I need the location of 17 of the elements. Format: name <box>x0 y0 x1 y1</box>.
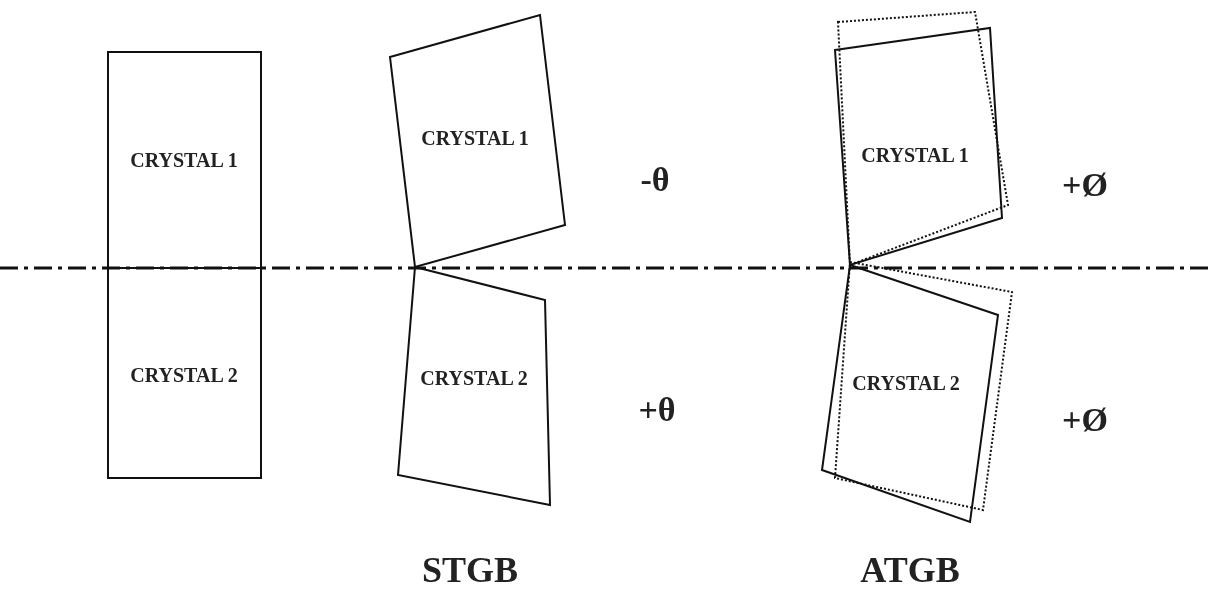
angle-label: +Ø <box>1062 401 1108 439</box>
crystal-grain <box>390 15 565 267</box>
boundary-type-label: ATGB <box>860 549 960 591</box>
angle-label: +θ <box>638 391 676 429</box>
crystal-label: CRYSTAL 1 <box>421 126 529 150</box>
crystal-label: CRYSTAL 1 <box>130 148 238 172</box>
crystal-grain <box>108 52 261 268</box>
angle-label: -θ <box>640 161 670 199</box>
crystal-label: CRYSTAL 2 <box>420 366 528 390</box>
crystal-grain <box>108 268 261 478</box>
crystal-label: CRYSTAL 2 <box>130 363 238 387</box>
crystal-label: CRYSTAL 2 <box>852 371 960 395</box>
boundary-type-label: STGB <box>422 549 518 591</box>
crystal-label: CRYSTAL 1 <box>861 143 969 167</box>
crystal-grain <box>398 267 550 505</box>
angle-label: +Ø <box>1062 166 1108 204</box>
crystal-grain <box>822 265 998 522</box>
